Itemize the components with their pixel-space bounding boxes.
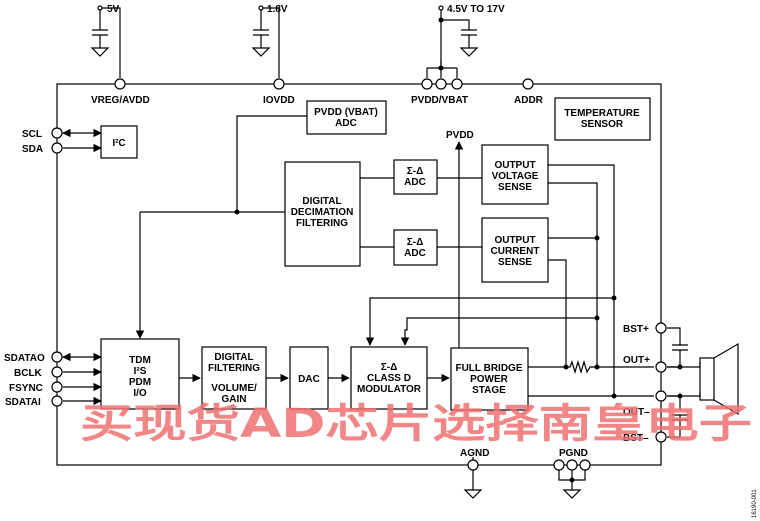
mod-label-2: CLASS D [367,373,411,384]
addr-label: ADDR [514,95,544,106]
speaker-icon [699,357,715,401]
pin-bclk [51,366,63,378]
pin-pgnd-3 [579,459,591,471]
adc1-label-2: ADC [404,177,426,188]
supply-pvdd-range-label: 4.5V TO 17V [447,4,505,15]
watermark-text: 买现货AD芯片选择南皇电子 [80,401,752,447]
adc2-label-1: Σ-Δ [407,237,424,248]
decimation-filter-block [284,161,361,267]
pin-pgnd-1 [553,459,565,471]
pin-sda [51,142,63,154]
sda-label: SDA [22,144,43,155]
temperature-sensor-block [554,97,651,141]
pin-5v-node [97,5,103,11]
dac-label: DAC [298,374,320,385]
pin-out-plus [655,361,667,373]
pin-pvdd-1 [421,78,433,90]
decim-label-1: DIGITAL [302,196,341,207]
bst-plus-label: BST+ [623,324,649,335]
bridge-label-3: STAGE [472,385,506,396]
dfilt-label-5: GAIN [222,394,247,405]
bst-minus-label: BST– [623,433,649,444]
ovs-label-2: VOLTAGE [492,171,539,182]
decim-label-3: FILTERING [296,218,348,229]
figure-number: 16190-001 [752,489,758,518]
dfilt-label-2: FILTERING [208,363,260,374]
i2c-label: I²C [112,138,125,149]
tdm-label-3: PDM [129,377,151,388]
tdm-label-1: TDM [129,355,151,366]
chip-outline [56,83,662,466]
iovdd-label: IOVDD [263,95,295,106]
bridge-label-1: FULL BRIDGE [455,363,522,374]
supply-5v-label: 5V [107,4,120,15]
ocs-label-1: OUTPUT [494,235,535,246]
pgnd-label: PGND [559,448,588,459]
tdm-label-4: I/O [133,388,147,399]
pin-bst-minus [655,431,667,443]
temp-label-2: SENSOR [581,119,624,130]
pvdd-adc-label-2: ADC [335,118,357,129]
i2c-block [100,125,138,159]
pin-agnd [467,459,479,471]
pin-pvdd-3 [451,78,463,90]
mod-label-1: Σ-Δ [381,362,398,373]
sigma-delta-adc-1 [393,159,438,195]
pin-18v-node [258,5,264,11]
out-minus-label: OUT– [623,407,650,418]
scl-label: SCL [22,129,42,140]
full-bridge-power-stage-block [450,347,529,411]
tdm-label-2: I²S [134,366,147,377]
pin-out-minus [655,390,667,402]
pvdd-label: PVDD [446,130,474,141]
pin-fsync [51,381,63,393]
pvdd-adc-block [306,100,387,135]
pvdd-vbat-label: PVDD/VBAT [411,95,468,106]
dfilt-label-1: DIGITAL [214,352,253,363]
pin-45v-node [438,5,444,11]
pin-bst-plus [655,322,667,334]
vreg-label: VREG/AVDD [91,95,150,106]
out-plus-label: OUT+ [623,355,650,366]
decim-label-2: DECIMATION [291,207,354,218]
pvdd-adc-label-1: PVDD (VBAT) [314,107,378,118]
dfilt-label-4: VOLUME/ [211,383,257,394]
adc2-label-2: ADC [404,248,426,259]
agnd-label: AGND [460,448,489,459]
ocs-label-3: SENSE [498,257,532,268]
ovs-label-3: SENSE [498,182,532,193]
pin-scl [51,127,63,139]
mod-label-3: MODULATOR [357,384,422,395]
pin-iovdd [273,78,285,90]
bclk-label: BCLK [14,368,43,379]
supply-1p8v-label: 1.8V [267,4,288,15]
pin-addr [522,78,534,90]
sdatai-label: SDATAI [5,397,41,408]
ovs-label-1: OUTPUT [494,160,535,171]
output-current-sense-block [481,217,549,283]
temp-label-1: TEMPERATURE [564,108,640,119]
bridge-label-2: POWER [470,374,509,385]
sdatao-label: SDATAO [4,353,45,364]
pin-pgnd-2 [566,459,578,471]
ocs-label-2: CURRENT [491,246,540,257]
pin-pvdd-2 [435,78,447,90]
pin-sdatai [51,395,63,407]
fsync-label: FSYNC [9,383,43,394]
pin-vreg [114,78,126,90]
adc1-label-1: Σ-Δ [407,166,424,177]
output-voltage-sense-block [481,144,549,205]
pin-sdatao [51,351,63,363]
